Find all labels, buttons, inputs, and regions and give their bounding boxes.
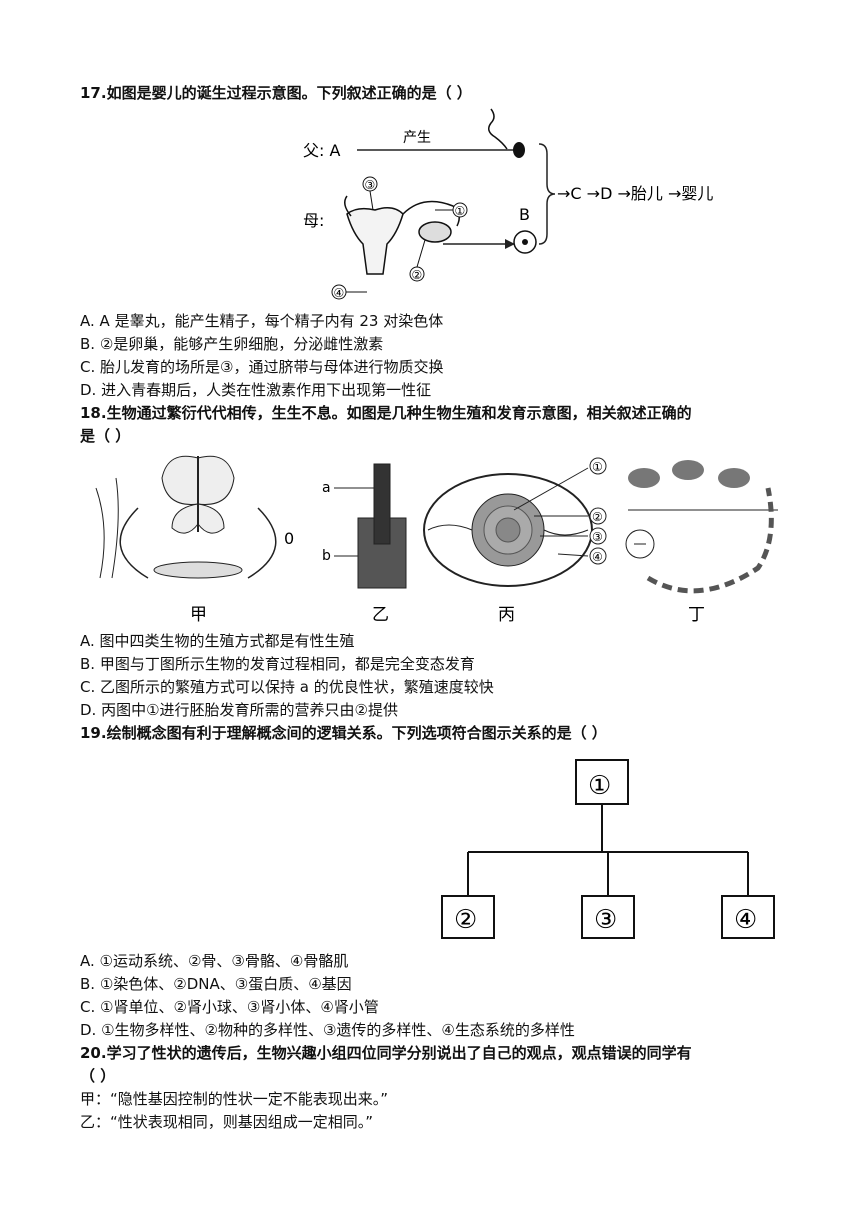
label-jia: 甲 [190, 605, 207, 625]
uterus-icon [344, 195, 460, 275]
q18-option-d[interactable]: D. 丙图中①进行胚胎发育所需的营养只由②提供 [80, 701, 398, 719]
svg-text:③: ③ [592, 530, 603, 544]
concept-box-3 [581, 895, 635, 939]
q20-stem-line1: 20.学习了性状的遗传后，生物兴趣小组四位同学分别说出了自己的观点，观点错误的同… [80, 1044, 692, 1062]
svg-text:②: ② [412, 268, 423, 282]
svg-text:①: ① [592, 460, 603, 474]
q18-option-c[interactable]: C. 乙图所示的繁殖方式可以保持 a 的优良性状，繁殖速度较快 [80, 678, 494, 696]
bird-egg-icon [423, 473, 593, 587]
svg-text:b: b [322, 548, 331, 564]
svg-text:③: ③ [594, 905, 617, 935]
q17-option-d[interactable]: D. 进入青春期后，人类在性激素作用下出现第一性征 [80, 381, 432, 399]
label-ding: 丁 [688, 605, 705, 625]
frog-cycle-icon [625, 460, 778, 594]
q17-option-b[interactable]: B. ②是卵巢，能够产生卵细胞，分泌雌性激素 [80, 335, 384, 353]
label-bing: 丙 [498, 605, 515, 625]
q20-stem-line2: （ ） [80, 1067, 116, 1085]
svg-text:③: ③ [365, 178, 376, 192]
svg-text:①: ① [455, 204, 466, 218]
q18-stem-line1: 18.生物通过繁衍代代相传，生生不息。如图是几种生物生殖和发育示意图，相关叙述正… [80, 404, 692, 422]
father-label: 父: A [303, 141, 340, 160]
svg-text:a: a [322, 480, 331, 496]
svg-text:④: ④ [334, 286, 345, 300]
q17-stem: 17.如图是婴儿的诞生过程示意图。下列叙述正确的是（ ） [80, 84, 472, 102]
svg-text:②: ② [454, 905, 477, 935]
sperm-head-icon [513, 142, 525, 158]
grafting-icon [357, 463, 407, 589]
q17-option-a[interactable]: A. A 是睾丸，能产生精子，每个精子内有 23 对染色体 [80, 312, 444, 330]
b-label: B [519, 205, 530, 224]
concept-box-1 [575, 759, 629, 805]
q17-option-c[interactable]: C. 胎儿发育的场所是③，通过脐带与母体进行物质交换 [80, 358, 444, 376]
svg-text:②: ② [592, 510, 603, 524]
produce-label: 产生 [403, 130, 431, 146]
q19-stem: 19.绘制概念图有利于理解概念间的逻辑关系。下列选项符合图示关系的是（ ） [80, 724, 607, 742]
concept-box-4 [721, 895, 775, 939]
label-yi: 乙 [372, 605, 389, 625]
reproduction-figure: 0 甲 a b 乙 ① ② ③ ④ 丙 丁 [95, 455, 778, 625]
sperm-icon [488, 108, 508, 150]
svg-text:④: ④ [734, 905, 757, 935]
chain-label: →C →D →胎儿 →婴儿 [557, 184, 713, 203]
q20-opinion-yi: 乙：“性状表现相同，则基因组成一定相同。” [80, 1113, 374, 1131]
concept-box-2 [441, 895, 495, 939]
birth-process-diagram: 父: A 产生 →C →D →胎儿 →婴儿 母: ③ ① ② ④ B [303, 108, 713, 300]
q18-option-a[interactable]: A. 图中四类生物的生殖方式都是有性生殖 [80, 632, 355, 650]
q18-stem-line2: 是（ ） [80, 427, 131, 445]
concept-map: ① ② ③ ④ [441, 759, 775, 939]
q19-option-a[interactable]: A. ①运动系统、②骨、③骨骼、④骨骼肌 [80, 952, 349, 970]
svg-text:①: ① [588, 771, 611, 801]
q19-option-c[interactable]: C. ①肾单位、②肾小球、③肾小体、④肾小管 [80, 998, 379, 1016]
mother-label: 母: [303, 211, 324, 230]
q19-option-d[interactable]: D. ①生物多样性、②物种的多样性、③遗传的多样性、④生态系统的多样性 [80, 1021, 575, 1039]
q20-opinion-jia: 甲：“隐性基因控制的性状一定不能表现出来。” [80, 1090, 389, 1108]
q18-option-b[interactable]: B. 甲图与丁图所示生物的发育过程相同，都是完全变态发育 [80, 655, 475, 673]
svg-text:④: ④ [592, 550, 603, 564]
svg-text:0: 0 [284, 529, 294, 548]
butterfly-cycle-icon [95, 455, 277, 579]
q19-option-b[interactable]: B. ①染色体、②DNA、③蛋白质、④基因 [80, 975, 352, 993]
